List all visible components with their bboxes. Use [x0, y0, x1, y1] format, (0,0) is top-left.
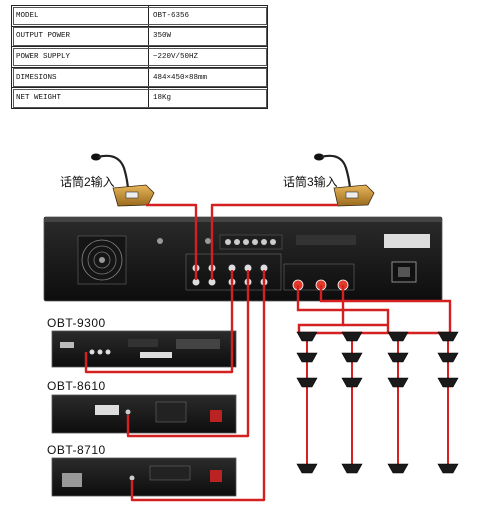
speaker-array	[296, 331, 459, 474]
speaker-icon	[437, 352, 459, 363]
speaker-icon	[296, 331, 318, 342]
fan-grille	[77, 235, 127, 285]
speaker-icon	[341, 331, 363, 342]
device-obt-8610: OBT-8610	[47, 379, 237, 434]
speaker-icon	[341, 377, 363, 388]
speaker-icon	[387, 331, 409, 342]
spec-label: NET WEIGHT	[11, 87, 149, 109]
speaker-icon	[387, 463, 409, 474]
mic-left-label: 话筒2输入	[60, 174, 115, 189]
speaker-icon	[437, 377, 459, 388]
spec-label: DIMESIONS	[11, 66, 149, 89]
speaker-icon	[437, 463, 459, 474]
speaker-icon	[387, 377, 409, 388]
spec-table: MODEL OBT-6356 OUTPUT POWER 350W POWER S…	[11, 5, 268, 109]
spec-row-model: MODEL OBT-6356	[11, 5, 268, 27]
speaker-icon	[296, 377, 318, 388]
speaker-wires	[296, 285, 452, 335]
speaker-icon	[296, 463, 318, 474]
speaker-icon	[341, 352, 363, 363]
device-label-obt-8710: OBT-8710	[47, 443, 106, 457]
device-label-obt-8610: OBT-8610	[47, 379, 106, 393]
spec-label: POWER SUPPLY	[11, 46, 149, 68]
spec-value: 18Kg	[148, 87, 268, 109]
main-amplifier	[43, 216, 443, 302]
spec-value: 350W	[148, 25, 268, 48]
speaker-icon	[296, 352, 318, 363]
microphone-left: 话筒2输入	[60, 153, 155, 207]
speaker-icon	[341, 463, 363, 474]
signal-wires	[84, 203, 338, 502]
device-label-obt-9300: OBT-9300	[47, 316, 106, 330]
spec-row-net-weight: NET WEIGHT 18Kg	[11, 87, 268, 109]
spec-label: MODEL	[11, 5, 149, 27]
device-obt-9300: OBT-9300	[47, 316, 237, 368]
mic-right-label: 话筒3输入	[283, 174, 338, 189]
microphone-right: 话筒3输入	[283, 153, 375, 207]
speaker-icon	[437, 331, 459, 342]
device-obt-8710: OBT-8710	[47, 443, 237, 497]
speaker-icon	[387, 352, 409, 363]
spec-value: OBT-6356	[148, 5, 268, 27]
